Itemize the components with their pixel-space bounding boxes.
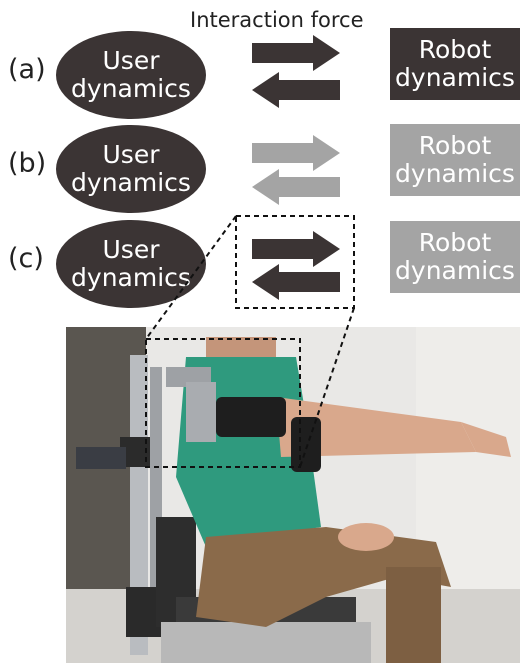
- robot-dynamics-line2-b: dynamics: [395, 159, 515, 188]
- user-dynamics-ellipse-c: User dynamics: [56, 220, 206, 308]
- exo-upper-arm-cuff: [216, 397, 286, 437]
- user-dynamics-line2-b: dynamics: [71, 168, 191, 197]
- robot-dynamics-line1-c: Robot: [418, 228, 492, 257]
- zoom-arrows-box: [235, 215, 355, 309]
- circuit-board: [76, 447, 126, 469]
- arrow-right-b: [252, 135, 340, 171]
- exo-upper-link: [186, 382, 216, 442]
- user-dynamics-line2-a: dynamics: [71, 74, 191, 103]
- robot-dynamics-box-c: Robot dynamics: [390, 221, 520, 293]
- pants: [196, 527, 451, 627]
- connector-right: [299, 307, 355, 468]
- arrow-left-b: [252, 169, 340, 205]
- user-dynamics-line1-a: User: [102, 46, 160, 75]
- photo-robot-arm-user: [66, 327, 520, 663]
- robot-dynamics-line2-c: dynamics: [395, 256, 515, 285]
- robot-dynamics-box-b: Robot dynamics: [390, 124, 520, 196]
- chair-frame: [161, 622, 371, 663]
- extended-hand: [461, 422, 511, 457]
- robot-dynamics-line1-a: Robot: [418, 35, 492, 64]
- robot-pole: [130, 355, 148, 655]
- interaction-force-title: Interaction force: [190, 8, 364, 32]
- user-dynamics-ellipse-a: User dynamics: [56, 31, 206, 119]
- exo-forearm-cuff: [291, 417, 321, 472]
- user-dynamics-ellipse-b: User dynamics: [56, 125, 206, 213]
- arrow-left-c: [252, 264, 340, 300]
- connector-left: [145, 215, 237, 340]
- robot-dynamics-line1-b: Robot: [418, 131, 492, 160]
- lower-leg: [386, 567, 441, 663]
- arrow-right-a: [252, 35, 340, 71]
- photo-illustration: [66, 327, 520, 663]
- arrow-right-c: [252, 231, 340, 267]
- user-dynamics-line1-c: User: [102, 235, 160, 264]
- row-c-label: (c): [8, 243, 44, 274]
- user-dynamics-line2-c: dynamics: [71, 263, 191, 292]
- row-b-label: (b): [8, 148, 47, 179]
- robot-dynamics-box-a: Robot dynamics: [390, 28, 520, 100]
- robot-dynamics-line2-a: dynamics: [395, 63, 515, 92]
- row-a-label: (a): [8, 54, 46, 85]
- user-dynamics-line1-b: User: [102, 140, 160, 169]
- zoom-region-box: [145, 338, 301, 468]
- arrow-left-a: [252, 72, 340, 108]
- extended-arm: [276, 397, 476, 457]
- resting-hand: [338, 523, 394, 551]
